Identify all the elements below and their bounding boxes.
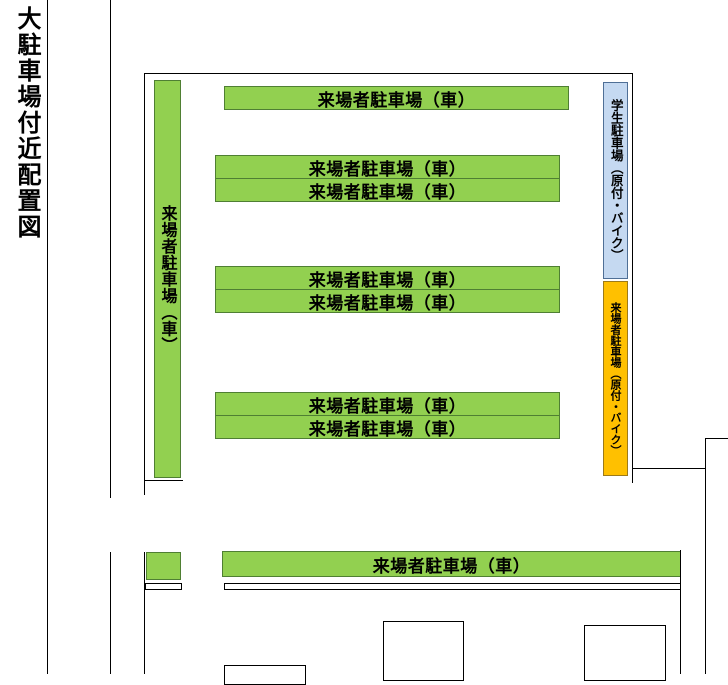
- lot-boundary-right: [632, 73, 633, 483]
- visitor-bike-lot: 来場者駐車場（原付・バイク）: [603, 281, 628, 476]
- building-edge-h2: [705, 438, 728, 439]
- building-edge-h: [632, 468, 705, 469]
- bottom-building-3: [584, 625, 666, 681]
- visitor-car-lot-row2-b-label: 来場者駐車場（車）: [308, 182, 467, 203]
- small-white-strip: [145, 583, 182, 590]
- lower-lot-left-edge: [144, 552, 145, 674]
- bottom-building-2: [383, 621, 464, 681]
- visitor-car-lot-row4-a-label: 来場者駐車場（車）: [308, 396, 467, 417]
- visitor-car-lot-row2-b: 来場者駐車場（車）: [215, 178, 560, 203]
- building-edge-v: [705, 438, 706, 674]
- road-edge-lower: [110, 552, 111, 674]
- lower-right-edge: [680, 550, 681, 674]
- visitor-car-lot-top-label: 来場者駐車場（車）: [317, 90, 476, 111]
- lot-boundary-left: [144, 73, 145, 495]
- visitor-car-lot-row3-b-label: 来場者駐車場（車）: [308, 293, 467, 314]
- student-bike-lot-label: 学生駐車場（原付・バイク）: [608, 99, 624, 262]
- visitor-car-lot-row3-a-label: 来場者駐車場（車）: [308, 270, 467, 291]
- bottom-building-1: [224, 665, 306, 685]
- road-edge-upper: [110, 0, 111, 498]
- visitor-car-lot-left: 来場者駐車場（車）: [154, 80, 181, 478]
- title-divider-line: [47, 0, 48, 674]
- visitor-car-lot-row2-a: 来場者駐車場（車）: [215, 155, 560, 180]
- small-green-lot: [146, 552, 181, 580]
- page-title: 大駐車場付近配置図: [13, 6, 41, 240]
- visitor-car-lot-row4-a: 来場者駐車場（車）: [215, 392, 560, 417]
- lower-block-top-edge: [144, 480, 183, 481]
- visitor-car-lot-row2-a-label: 来場者駐車場（車）: [308, 159, 467, 180]
- visitor-car-lot-row4-b-label: 来場者駐車場（車）: [308, 419, 467, 440]
- lower-white-strip: [224, 583, 681, 590]
- visitor-car-lot-left-label: 来場者駐車場（車）: [158, 204, 178, 354]
- student-bike-lot: 学生駐車場（原付・バイク）: [603, 82, 628, 279]
- visitor-bike-lot-label: 来場者駐車場（原付・バイク）: [609, 301, 622, 456]
- visitor-car-lot-lower: 来場者駐車場（車）: [222, 551, 681, 577]
- visitor-car-lot-row3-b: 来場者駐車場（車）: [215, 289, 560, 314]
- visitor-car-lot-row4-b: 来場者駐車場（車）: [215, 415, 560, 440]
- visitor-car-lot-top: 来場者駐車場（車）: [224, 86, 569, 111]
- visitor-car-lot-row3-a: 来場者駐車場（車）: [215, 266, 560, 291]
- lot-boundary-top: [144, 73, 633, 74]
- visitor-car-lot-lower-label: 来場者駐車場（車）: [372, 556, 531, 577]
